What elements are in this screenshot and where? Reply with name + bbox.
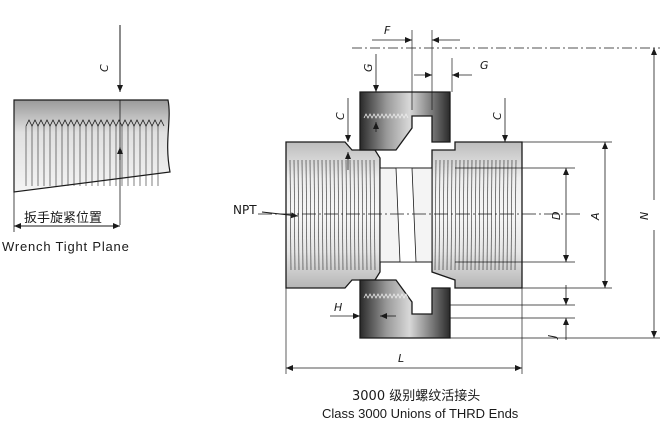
left-body (285, 141, 381, 289)
plane-label-en: Wrench Tight Plane (2, 239, 130, 254)
caption-en: Class 3000 Unions of THRD Ends (322, 406, 519, 421)
thread-line (297, 159, 300, 271)
thread-line (458, 159, 461, 271)
thread-line (301, 159, 304, 271)
npt-leader (261, 211, 299, 219)
dim-g-left: G (362, 63, 375, 72)
thread-line (494, 159, 497, 271)
detail-c-label: C (98, 64, 111, 72)
thread-line (373, 159, 376, 271)
thread-line (329, 159, 332, 271)
nut-thread-teeth (363, 113, 409, 119)
thread-line (482, 159, 485, 271)
nut-threads (363, 113, 409, 299)
thread-line (514, 159, 517, 271)
detail-threads (25, 119, 165, 186)
thread-line (353, 159, 356, 271)
thread-line (498, 159, 501, 271)
thread-line (490, 159, 493, 271)
thread-line (313, 159, 316, 271)
thread-line (462, 159, 465, 271)
thread-line (470, 159, 473, 271)
dim-g-right: G (480, 59, 489, 72)
thread-line (438, 159, 441, 271)
plane-label-cn: 扳手旋紧位置 (24, 210, 102, 226)
thread-line (450, 159, 453, 271)
right-body-threads (434, 159, 517, 271)
thread-line (446, 159, 449, 271)
dim-c-left: C (334, 112, 347, 120)
thread-line (454, 159, 457, 271)
thread-line (361, 159, 364, 271)
dim-a: A (589, 212, 602, 221)
thread-line (434, 159, 437, 271)
caption-cn: 3000 级别螺纹活接头 (352, 388, 480, 404)
dim-j: J (546, 335, 559, 340)
thread-teeth (25, 119, 165, 127)
detail-dim-arrow-right (113, 223, 120, 229)
thread-line (478, 159, 481, 271)
thread-detail: C 扳手旋紧位置 Wrench Tight Plane (2, 25, 171, 254)
thread-line (357, 159, 360, 271)
thread-line (466, 159, 469, 271)
dim-h: H (334, 301, 342, 314)
dim-l: L (398, 352, 404, 365)
thread-line (474, 159, 477, 271)
bottom-nut (359, 279, 451, 339)
union-main-view: NPT F G G C C D (233, 24, 660, 374)
thread-line (333, 159, 336, 271)
npt-label: NPT (233, 203, 257, 217)
thread-line (321, 159, 324, 271)
thread-line (325, 159, 328, 271)
thread-line (502, 159, 505, 271)
thread-line (341, 159, 344, 271)
dim-c-right: C (491, 112, 504, 120)
thread-line (365, 159, 368, 271)
thread-line (510, 159, 513, 271)
thread-line (506, 159, 509, 271)
thread-line (486, 159, 489, 271)
dim-d: D (550, 212, 563, 220)
thread-line (349, 159, 352, 271)
right-body (431, 141, 523, 289)
thread-line (337, 159, 340, 271)
left-body-threads (289, 159, 376, 271)
thread-line (309, 159, 312, 271)
thread-line (345, 159, 348, 271)
thread-line (317, 159, 320, 271)
seat-face (395, 167, 417, 263)
dim-f: F (384, 24, 391, 37)
thread-line (305, 159, 308, 271)
top-nut (359, 91, 451, 151)
nut-thread-teeth (363, 293, 409, 299)
thread-line (442, 159, 445, 271)
detail-dim-arrow-left (14, 223, 21, 229)
dim-n: N (638, 212, 651, 220)
thread-line (369, 159, 372, 271)
